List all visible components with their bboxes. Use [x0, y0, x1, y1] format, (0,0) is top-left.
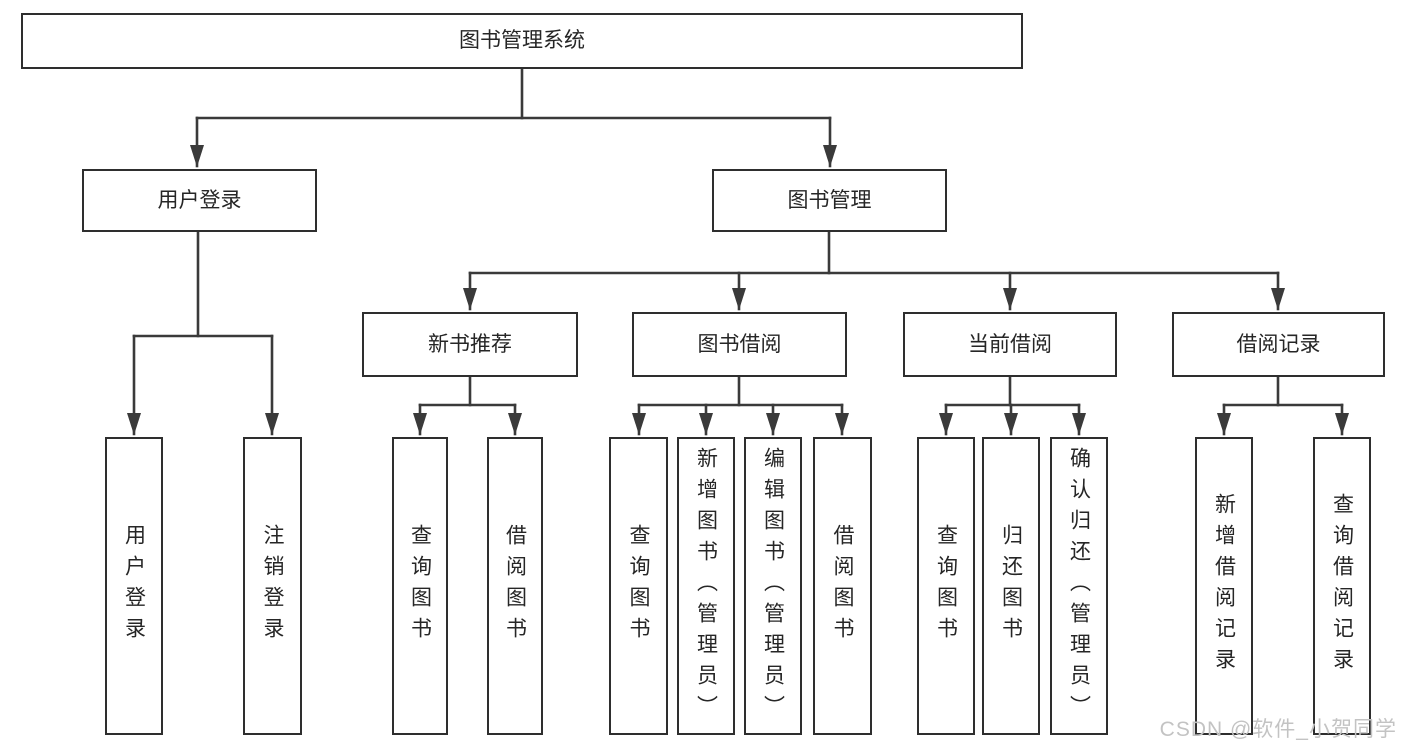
leaf-confirm-return-admin: 确认归还（管理员）	[1050, 437, 1108, 735]
watermark: CSDN @软件_小贺同学	[1159, 718, 1397, 741]
leaf-query-book-recommend-label: 查询图书	[408, 524, 432, 648]
leaf-borrow-book-label: 借阅图书	[831, 524, 854, 648]
leaf-query-book-current: 查询图书	[917, 437, 975, 735]
node-book-borrow-label: 图书借阅	[697, 332, 782, 356]
leaf-add-borrow-record: 新增借阅记录	[1195, 437, 1253, 735]
node-book-management: 图书管理	[712, 169, 947, 232]
leaf-query-book-borrow: 查询图书	[609, 437, 668, 735]
leaf-edit-book-admin-label: 编辑图书（管理员）	[761, 446, 785, 726]
leaf-query-book-borrow-label: 查询图书	[627, 524, 650, 648]
node-user-login: 用户登录	[82, 169, 317, 232]
leaf-add-borrow-record-label: 新增借阅记录	[1212, 493, 1236, 679]
node-user-login-label: 用户登录	[157, 188, 242, 212]
node-library-system-label: 图书管理系统	[459, 29, 585, 53]
node-borrow-record-label: 借阅记录	[1236, 332, 1321, 356]
node-current-borrow-label: 当前借阅	[968, 332, 1052, 356]
leaf-user-login: 用户登录	[105, 437, 163, 735]
leaf-borrow-book: 借阅图书	[813, 437, 872, 735]
leaf-return-book: 归还图书	[982, 437, 1040, 735]
node-new-book-recommend-label: 新书推荐	[428, 332, 512, 356]
node-library-system: 图书管理系统	[21, 13, 1023, 69]
leaf-edit-book-admin: 编辑图书（管理员）	[744, 437, 802, 735]
leaf-borrow-book-recommend: 借阅图书	[487, 437, 543, 735]
node-current-borrow: 当前借阅	[903, 312, 1117, 377]
node-borrow-record: 借阅记录	[1172, 312, 1385, 377]
leaf-user-login-label: 用户登录	[122, 524, 146, 648]
leaf-confirm-return-admin-label: 确认归还（管理员）	[1067, 446, 1091, 726]
leaf-query-book-recommend: 查询图书	[392, 437, 448, 735]
leaf-logout: 注销登录	[243, 437, 302, 735]
leaf-return-book-label: 归还图书	[999, 524, 1023, 648]
leaf-add-book-admin: 新增图书（管理员）	[677, 437, 735, 735]
node-book-borrow: 图书借阅	[632, 312, 847, 377]
leaf-logout-label: 注销登录	[261, 524, 284, 648]
leaf-add-book-admin-label: 新增图书（管理员）	[694, 446, 718, 726]
node-new-book-recommend: 新书推荐	[362, 312, 578, 377]
leaf-query-borrow-record-label: 查询借阅记录	[1330, 493, 1354, 679]
node-book-management-label: 图书管理	[787, 188, 872, 212]
leaf-borrow-book-recommend-label: 借阅图书	[503, 524, 527, 648]
leaf-query-book-current-label: 查询图书	[934, 524, 958, 648]
leaf-query-borrow-record: 查询借阅记录	[1313, 437, 1371, 735]
